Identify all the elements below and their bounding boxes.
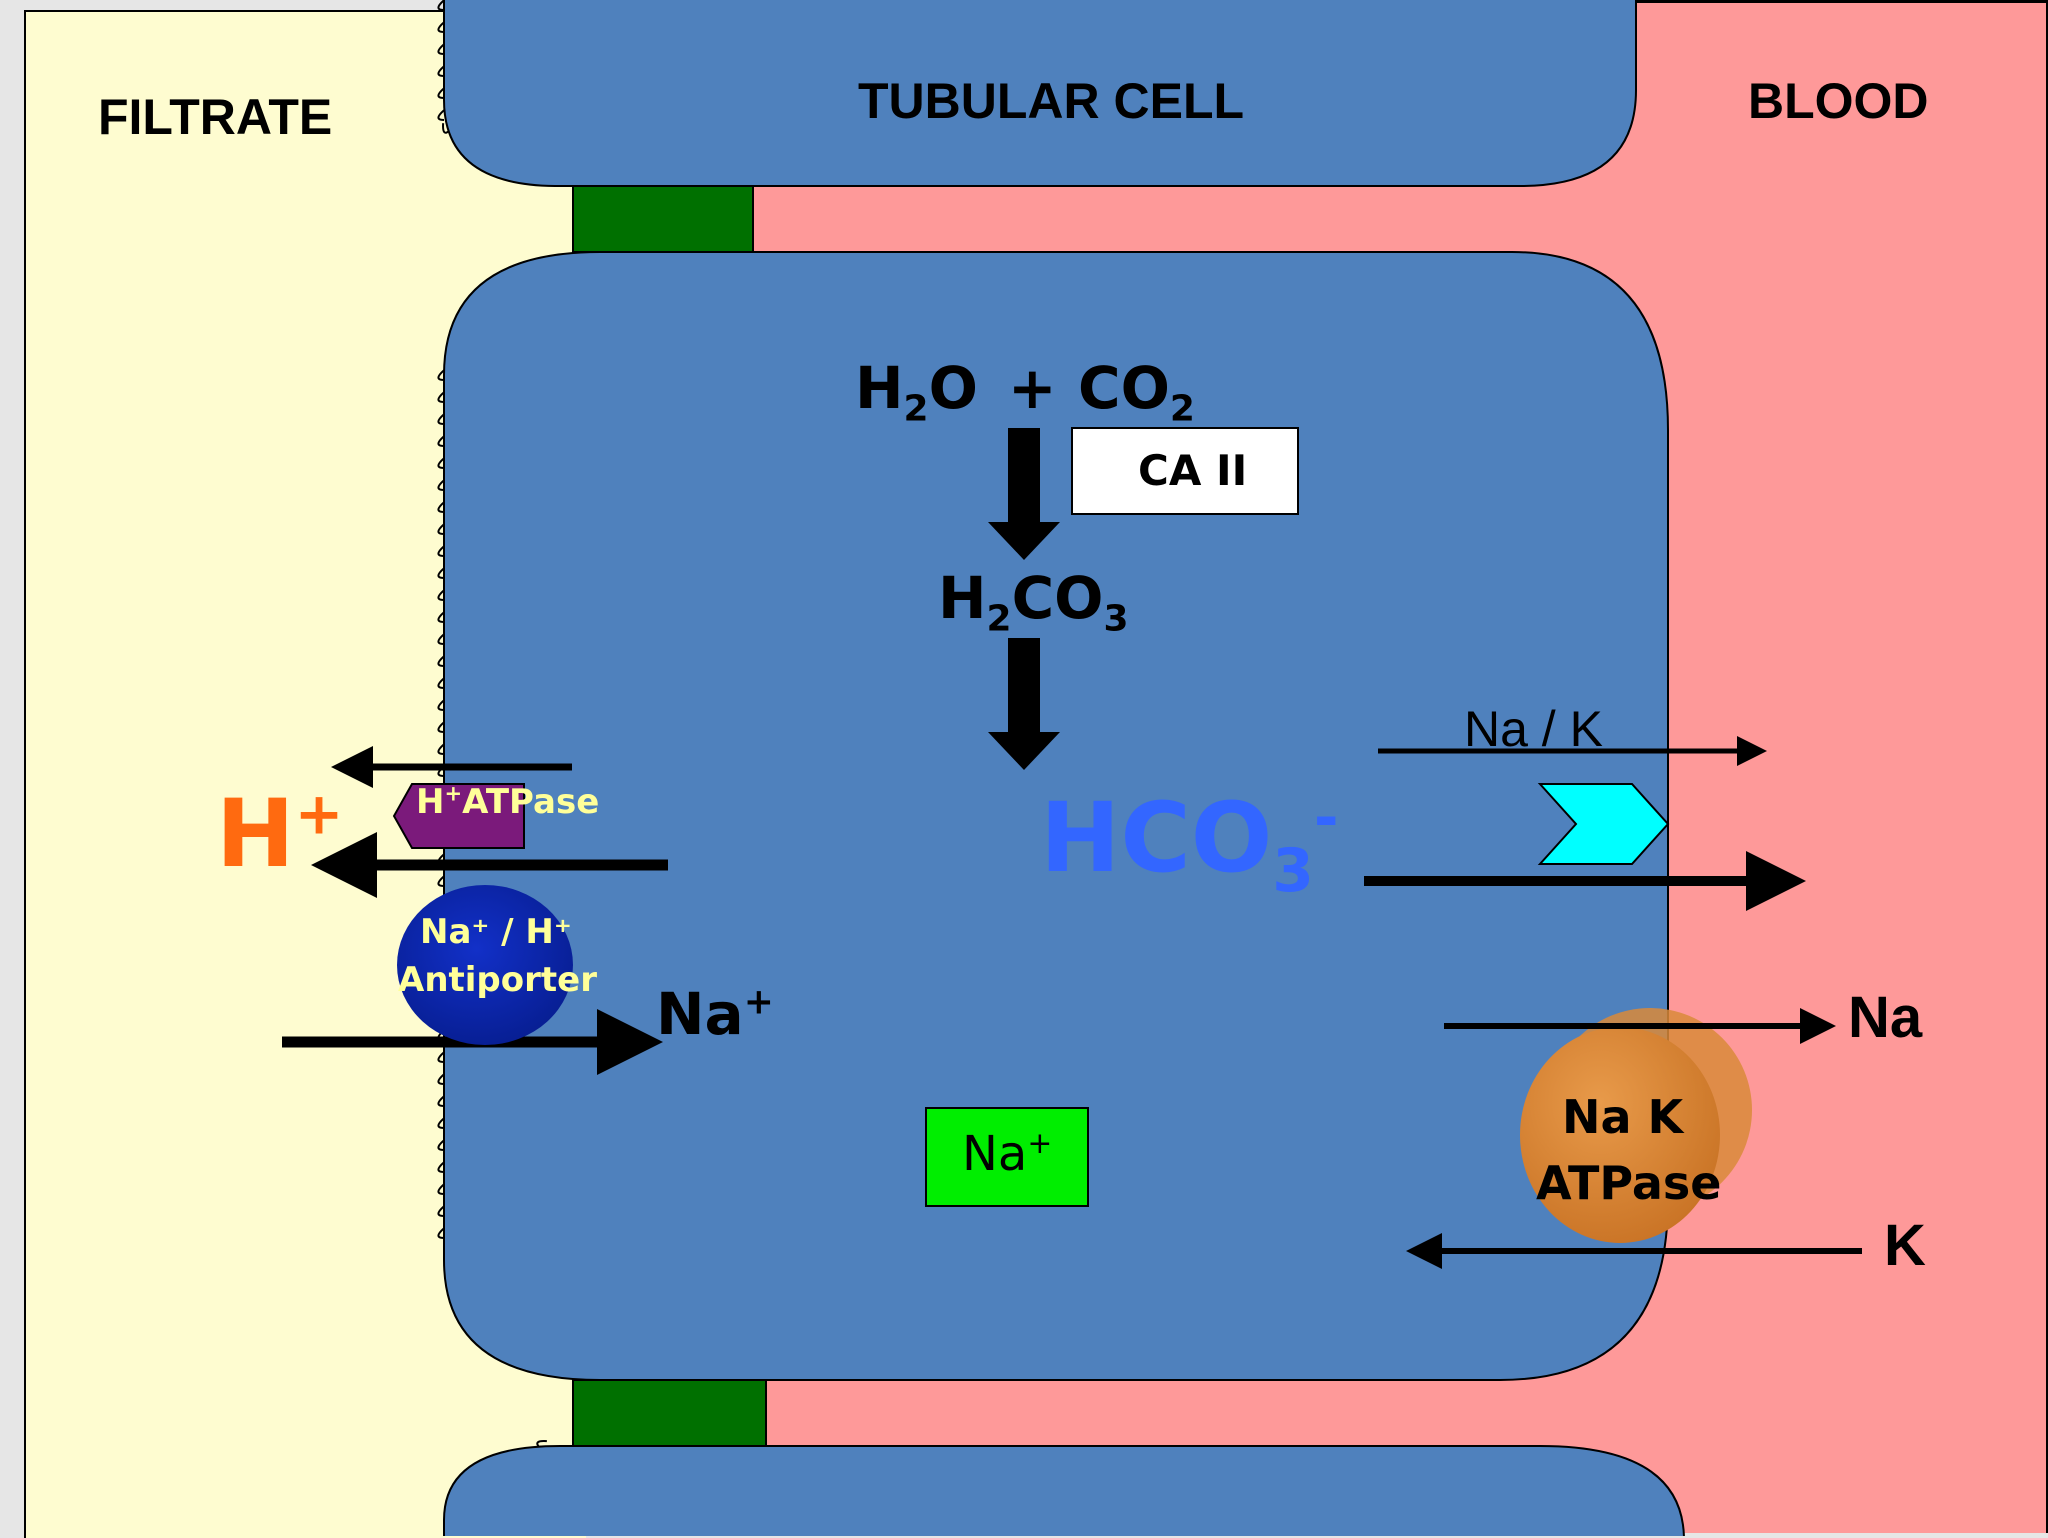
tubular-cell-label: TUBULAR CELL [858, 73, 1245, 129]
na-k-atpase-pump [1520, 1008, 1752, 1243]
microvillus [437, 1205, 445, 1217]
sodium-in-label: Na+ [656, 980, 774, 1048]
microvillus [437, 1073, 445, 1085]
microvillus [437, 65, 445, 77]
microvillus [437, 21, 445, 33]
microvillus [437, 545, 445, 557]
microvillus [437, 413, 445, 425]
pump-label-line1: Na K [1562, 1090, 1684, 1144]
plus-sign: + [1008, 354, 1057, 422]
microvillus [437, 87, 445, 99]
co2-formula: CO2 [1078, 354, 1195, 430]
microvillus [437, 721, 445, 733]
microvillus [437, 479, 445, 491]
microvillus [437, 611, 445, 623]
top-cell [443, 0, 1637, 187]
sodium-box [925, 1107, 1089, 1207]
microvillus [437, 109, 445, 121]
filtrate-label: FILTRATE [98, 89, 333, 145]
microvillus [437, 1095, 445, 1107]
blood-label: BLOOD [1748, 73, 1929, 129]
h-atpase-pump [392, 783, 525, 849]
symporter-chevron [1537, 783, 1670, 865]
h-atpase-label: H+ATPase [416, 780, 600, 822]
antiporter-label-line2: Antiporter [398, 960, 597, 1000]
water-formula: H2O [855, 354, 978, 430]
microvillus [437, 501, 445, 513]
k-in-label: K [1884, 1213, 1926, 1278]
carbonic-acid-formula: H2CO3 [938, 564, 1129, 640]
tight-junction-bottom [572, 1379, 767, 1447]
reaction-arrow-1 [988, 428, 1060, 560]
sodium-box-label: Na+ [962, 1126, 1053, 1182]
antiporter-label-line1: Na⁺ / H⁺ [420, 912, 572, 952]
microvillus [437, 743, 445, 755]
microvillus [437, 435, 445, 447]
antiporter-transporter [397, 885, 573, 1045]
microvillus [437, 1051, 445, 1063]
tight-junction-top [572, 185, 754, 253]
bottom-cell [443, 1445, 1685, 1536]
microvillus [437, 875, 445, 887]
microvillus [437, 1139, 445, 1151]
microvillus [437, 391, 445, 403]
microvillus [437, 1227, 445, 1239]
microvillus [437, 1183, 445, 1195]
microvillus [437, 457, 445, 469]
microvillus [437, 523, 445, 535]
reaction-arrow-2 [988, 638, 1060, 770]
microvillus [437, 369, 445, 381]
microvillus [437, 43, 445, 55]
microvillus [437, 677, 445, 689]
ca-ii-label: CA II [1138, 446, 1248, 495]
pump-label-line2: ATPase [1536, 1156, 1722, 1210]
microvillus [437, 655, 445, 667]
na-out-label: Na [1848, 985, 1923, 1050]
ca-ii-box [1071, 427, 1299, 515]
microvillus [437, 1161, 445, 1173]
bicarbonate-formula: HCO3- [1040, 782, 1339, 907]
microvillus [437, 633, 445, 645]
microvillus [437, 589, 445, 601]
microvillus [437, 699, 445, 711]
microvillus [437, 0, 445, 11]
microvillus [437, 1117, 445, 1129]
proton-label: H+ [216, 779, 344, 889]
na-k-symporter-label: Na / K [1464, 701, 1603, 757]
microvillus [437, 567, 445, 579]
